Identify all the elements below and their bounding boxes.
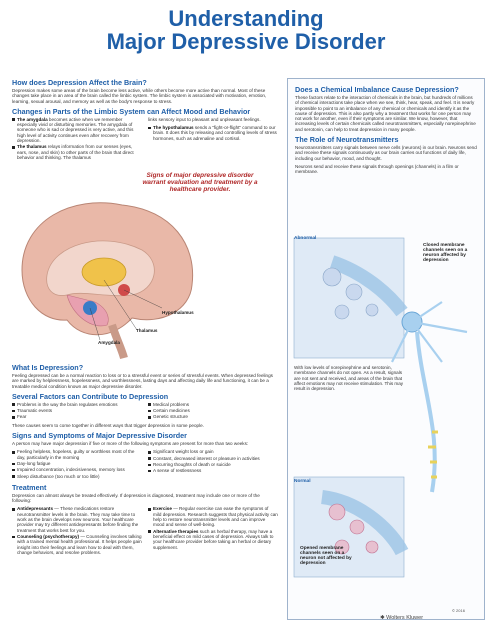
section-heading: The Role of Neurotransmitters: [295, 135, 399, 145]
brand-logo: ✱ Wolters Kluwer: [380, 615, 424, 621]
list-item: Exercise — Regular exercise can ease the…: [148, 506, 278, 527]
list-item: Sleep disturbance (too much or too littl…: [12, 474, 142, 479]
label-opened-channels: Opened membrane channels seen on a neuro…: [300, 546, 352, 566]
section-text: Feeling depressed can be a normal reacti…: [12, 373, 273, 389]
section-text: Neurotransmitters carry signals between …: [295, 145, 477, 161]
symptoms-columns: Feeling helpless, hopeless, guilty or wo…: [12, 449, 278, 479]
list-item: Medical problems: [148, 402, 278, 407]
section-text: These factors relate to the interaction …: [295, 95, 476, 132]
section-text: Neurons send and receive these signals t…: [295, 163, 459, 175]
label-thalamus: Thalamus: [136, 328, 158, 333]
list-item: The thalamus relays information from our…: [12, 144, 142, 160]
list-item: The amygdala becomes active when we reme…: [12, 117, 142, 143]
title-line-2: Major Depressive Disorder: [106, 29, 386, 54]
list-item: Antidepressants — These medications rest…: [12, 506, 142, 533]
list-item: Impaired concentration, indecisiveness, …: [12, 467, 142, 472]
section-heading: What Is Depression?: [12, 363, 84, 372]
list-item: Significant weight loss or gain: [148, 449, 278, 454]
factors-columns: Problems in the way the brain regulates …: [12, 402, 278, 421]
section-text: Depression makes some areas of the brain…: [12, 88, 267, 104]
section-heading: Changes in Parts of the Limbic System ca…: [12, 106, 251, 116]
callout-text: Signs of major depressive disorder warra…: [142, 172, 258, 193]
section-text: A person may have major depression if fi…: [12, 441, 249, 447]
left-column: How does Depression Affect the Brain? De…: [12, 78, 278, 161]
section-heading: Treatment: [12, 482, 47, 492]
list-item: Fear: [12, 414, 142, 419]
list-item: Traumatic events: [12, 408, 142, 413]
list-item: Constant, decreased interest or pleasure…: [148, 456, 278, 461]
section-text: These causes seem to come together in di…: [12, 422, 204, 428]
list-item: Day-long fatigue: [12, 461, 142, 466]
list-item: Certain medicines: [148, 408, 278, 413]
list-item: Problems in the way the brain regulates …: [12, 402, 142, 407]
lower-left-content: What Is Depression? Feeling depressed ca…: [12, 363, 278, 556]
neuron-illustration: [293, 237, 468, 578]
section-text: links sensory input to pleasant and unpl…: [148, 116, 261, 122]
section-text: Depression can almost always be treated …: [12, 492, 260, 504]
brain-illustration: [21, 202, 194, 360]
list-item: The hypothalamus sends a "fight-or-fligh…: [148, 125, 278, 141]
section-heading: Does a Chemical Imbalance Cause Depressi…: [295, 85, 459, 94]
list-item: Feeling helpless, hopeless, guilty or wo…: [12, 449, 142, 460]
low-levels-text: With low levels of norepinephrine and se…: [294, 365, 404, 392]
section-heading: Signs and Symptoms of Major Depressive D…: [12, 431, 187, 441]
section-heading: Several Factors can Contribute to Depres…: [12, 391, 169, 401]
list-item: Alternative therapies such as herbal the…: [148, 529, 278, 550]
treatment-columns: Antidepressants — These medications rest…: [12, 506, 278, 556]
brand-icon: ✱: [380, 615, 385, 621]
label-abnormal: Abnormal: [294, 236, 317, 241]
label-closed-channels: Closed membrane channels seen on a neuro…: [423, 243, 468, 263]
label-hypothalamus: Hypothalamus: [162, 310, 194, 315]
label-amygdala: Amygdala: [98, 340, 120, 345]
limbic-columns: The amygdala becomes active when we reme…: [12, 117, 278, 161]
title-line-1: Understanding: [168, 6, 324, 31]
label-normal: Normal: [294, 479, 311, 484]
list-item: Recurring thoughts of death or suicide: [148, 462, 278, 467]
list-item: Genetic structure: [148, 414, 278, 419]
list-item: A sense of restlessness: [148, 468, 278, 473]
list-item: Counseling (psychotherapy) — Counseling …: [12, 534, 142, 555]
section-heading: How does Depression Affect the Brain?: [12, 78, 147, 87]
copyright: © 2016: [452, 608, 465, 613]
